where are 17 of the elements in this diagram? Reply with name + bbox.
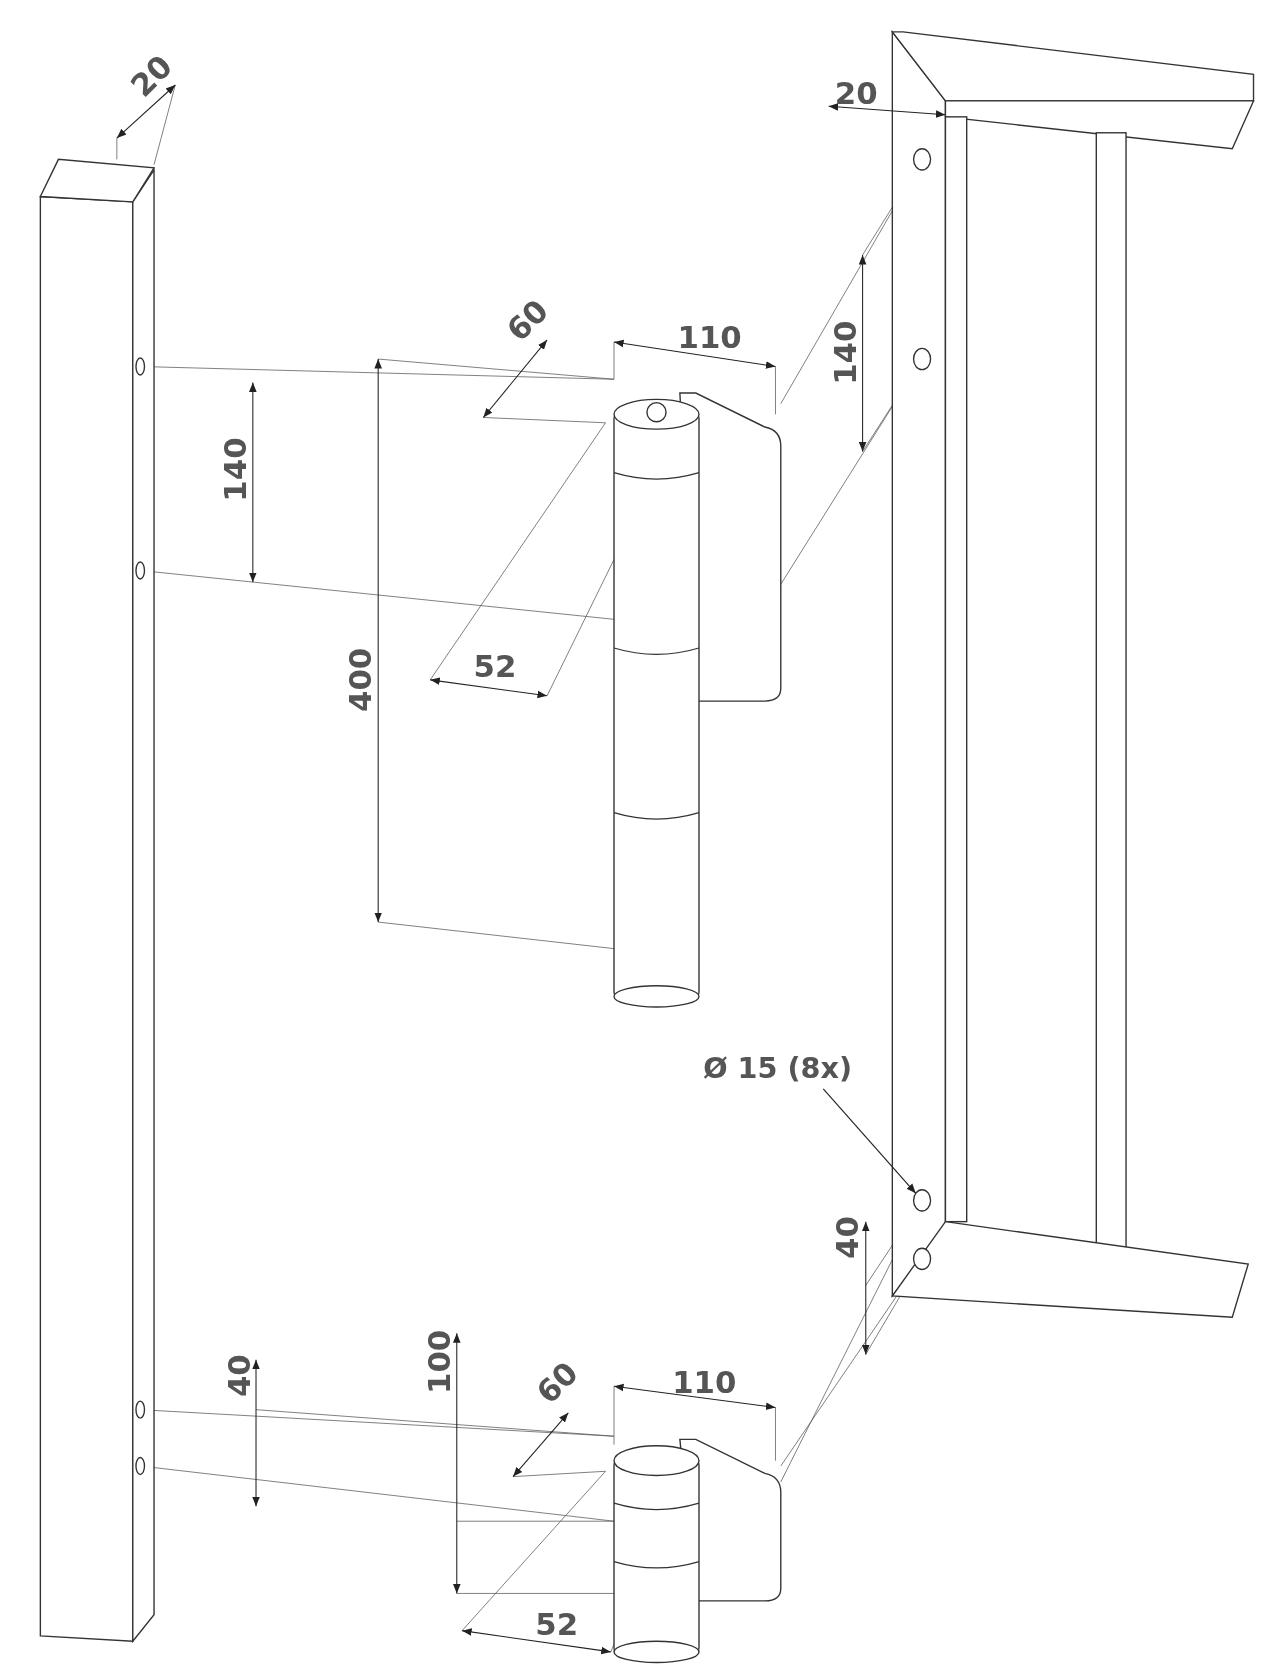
dimension-label: 100 <box>424 1329 456 1395</box>
dimension-label: 52 <box>473 651 517 683</box>
mounting-hole <box>912 1189 932 1212</box>
dimension-label: 52 <box>535 1609 579 1641</box>
dimension-label: 60 <box>531 1357 584 1410</box>
dimension-label: 110 <box>677 322 742 354</box>
dimension-label: 40 <box>832 1216 864 1259</box>
dimension-label: 140 <box>220 437 252 502</box>
dimension-label: 20 <box>834 78 878 109</box>
dimension-label: 140 <box>830 320 861 385</box>
dimension-label: 40 <box>224 1354 256 1398</box>
dimension-label: 60 <box>501 294 554 347</box>
dimension-label: 110 <box>672 1367 737 1399</box>
callout-label: Ø 15 (8x) <box>703 1053 853 1083</box>
dimension-label: 400 <box>345 647 377 713</box>
dimension-label: 20 <box>125 50 178 103</box>
leader-line <box>822 1088 917 1194</box>
